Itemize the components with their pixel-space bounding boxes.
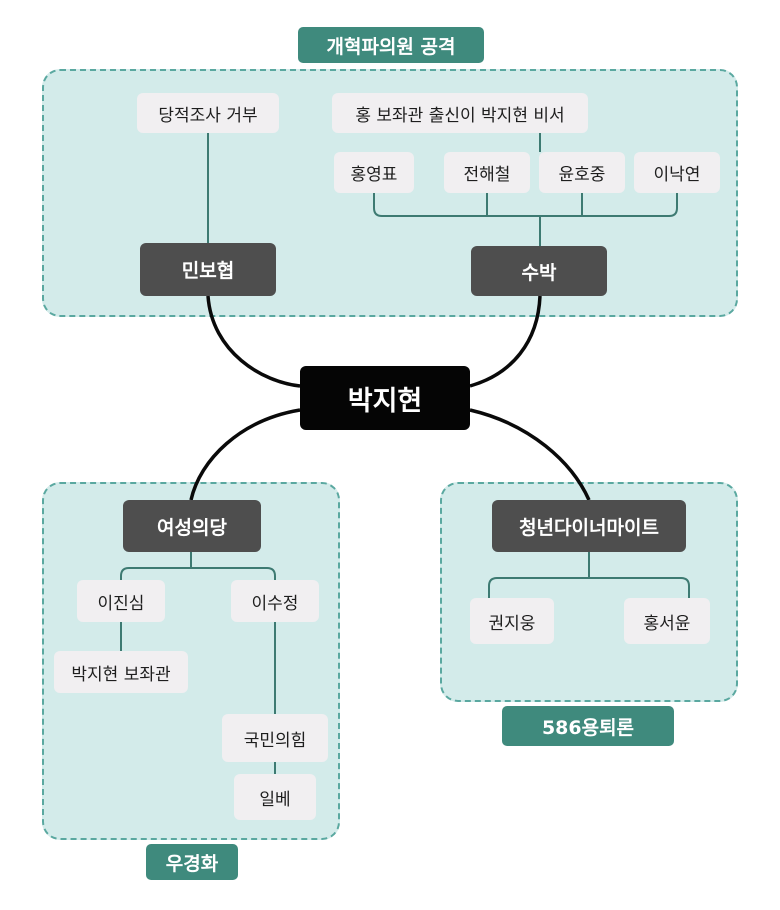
group-tag-reform-attack: 개혁파의원 공격	[298, 27, 484, 63]
node-center-park-jihyun: 박지현	[300, 366, 470, 430]
node-minbohyup: 민보협	[140, 243, 276, 296]
node-park-aide: 박지현 보좌관	[54, 651, 188, 693]
curve-center-women-party	[189, 408, 301, 501]
group-tag-586-retirement: 586용퇴론	[502, 706, 674, 746]
node-lee-nakyon: 이낙연	[634, 152, 720, 193]
node-subak: 수박	[471, 246, 607, 296]
node-party-survey-refusal: 당적조사 거부	[137, 93, 279, 133]
node-aide-secretary: 홍 보좌관 출신이 박지현 비서	[332, 93, 588, 133]
node-hong-seoyun: 홍서윤	[624, 598, 710, 644]
bracket-youth-names	[488, 577, 690, 598]
node-people-power-party: 국민의힘	[222, 714, 328, 762]
node-ilbe: 일베	[234, 774, 316, 820]
node-lee-sujeong: 이수정	[231, 580, 319, 622]
bracket-four-names	[373, 193, 678, 217]
node-yun-hojung: 윤호중	[539, 152, 625, 193]
node-women-party: 여성의당	[123, 500, 261, 552]
node-lee-jinsim: 이진심	[77, 580, 165, 622]
group-tag-right-shift: 우경화	[146, 844, 238, 880]
node-jeon-haecheol: 전해철	[444, 152, 530, 193]
bracket-lee-names	[120, 567, 276, 580]
node-hong-youngpyo: 홍영표	[334, 152, 414, 193]
node-youth-dynamite: 청년다이너마이트	[492, 500, 686, 552]
curve-center-subak	[469, 295, 542, 388]
node-kwon-jiwoong: 권지웅	[470, 598, 554, 644]
curve-center-dynamite	[469, 408, 591, 501]
curve-center-minbohyup	[206, 295, 301, 388]
